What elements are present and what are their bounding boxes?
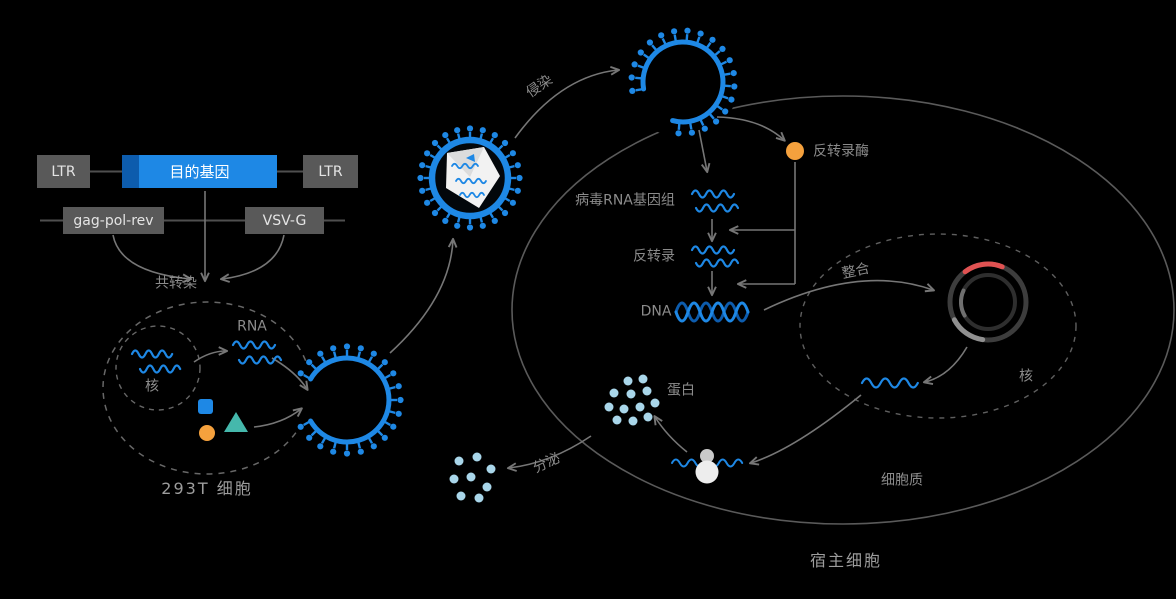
cell-293t-nucleus-membrane: [115, 325, 201, 411]
vsv-g-box: VSV-G: [245, 207, 324, 234]
reverse-transcriptase-enzyme: [786, 142, 804, 160]
free-virion: [417, 125, 523, 231]
mrna-host-nucleus: [860, 377, 919, 389]
cell-293t-membrane: [102, 301, 312, 475]
target-gene-label: 目的基因: [169, 163, 230, 181]
packaging-proteins: [198, 399, 248, 441]
ltr-left-label: LTR: [51, 163, 76, 180]
viral-rna-genome-waves: [690, 189, 740, 213]
enzyme-protein-circle: [199, 425, 215, 441]
integrated-chromosome: [947, 261, 1029, 343]
nucleus-293t-label: 核: [145, 378, 159, 395]
rna-293t-cytoplasm: [231, 340, 283, 365]
target-gene-box: 目的基因: [122, 155, 277, 188]
cytoplasm-label: 细胞质: [881, 472, 923, 489]
ltr-left-box: LTR: [37, 155, 90, 188]
secreted-protein-dots: [449, 452, 496, 503]
protein-dots: [604, 374, 660, 426]
rna-label: RNA: [237, 318, 267, 335]
vsv-g-label: VSV-G: [262, 212, 307, 229]
capsid-protein-square: [198, 399, 213, 414]
host-cell-membrane: [511, 95, 1175, 525]
budding-virion: [297, 343, 404, 457]
ribosome-large-subunit: [695, 460, 719, 484]
ltr-right-label: LTR: [318, 163, 343, 180]
gag-pol-rev-box: gag-pol-rev: [63, 207, 164, 234]
reverse-transcription-waves: [690, 245, 740, 268]
target-gene-strip: [122, 155, 139, 188]
reverse-transcription-label: 反转录: [633, 248, 675, 265]
protein-label: 蛋白: [667, 382, 695, 399]
viral-rna-genome-label: 病毒RNA基因组: [575, 192, 675, 209]
cell-293t-name: 293T 细胞: [161, 479, 253, 499]
reverse-transcriptase-label: 反转录酶: [813, 143, 869, 160]
ltr-right-box: LTR: [303, 155, 358, 188]
nucleus-host-label: 核: [1019, 368, 1033, 385]
rna-293t-nucleus: [130, 349, 182, 374]
entering-virion: [628, 27, 738, 137]
ribosome-small-subunit: [700, 449, 714, 463]
host-cell-name: 宿主细胞: [809, 551, 883, 571]
dna-label: DNA: [640, 303, 672, 320]
gag-pol-rev-label: gag-pol-rev: [73, 212, 154, 229]
flow-arrows: [112, 65, 968, 472]
host-nucleus-membrane: [799, 233, 1077, 419]
ribosome: [671, 449, 744, 484]
envelope-protein-triangle: [224, 412, 248, 432]
dna-helix: [674, 301, 750, 323]
cotransfection-label: 共转染: [155, 275, 197, 292]
